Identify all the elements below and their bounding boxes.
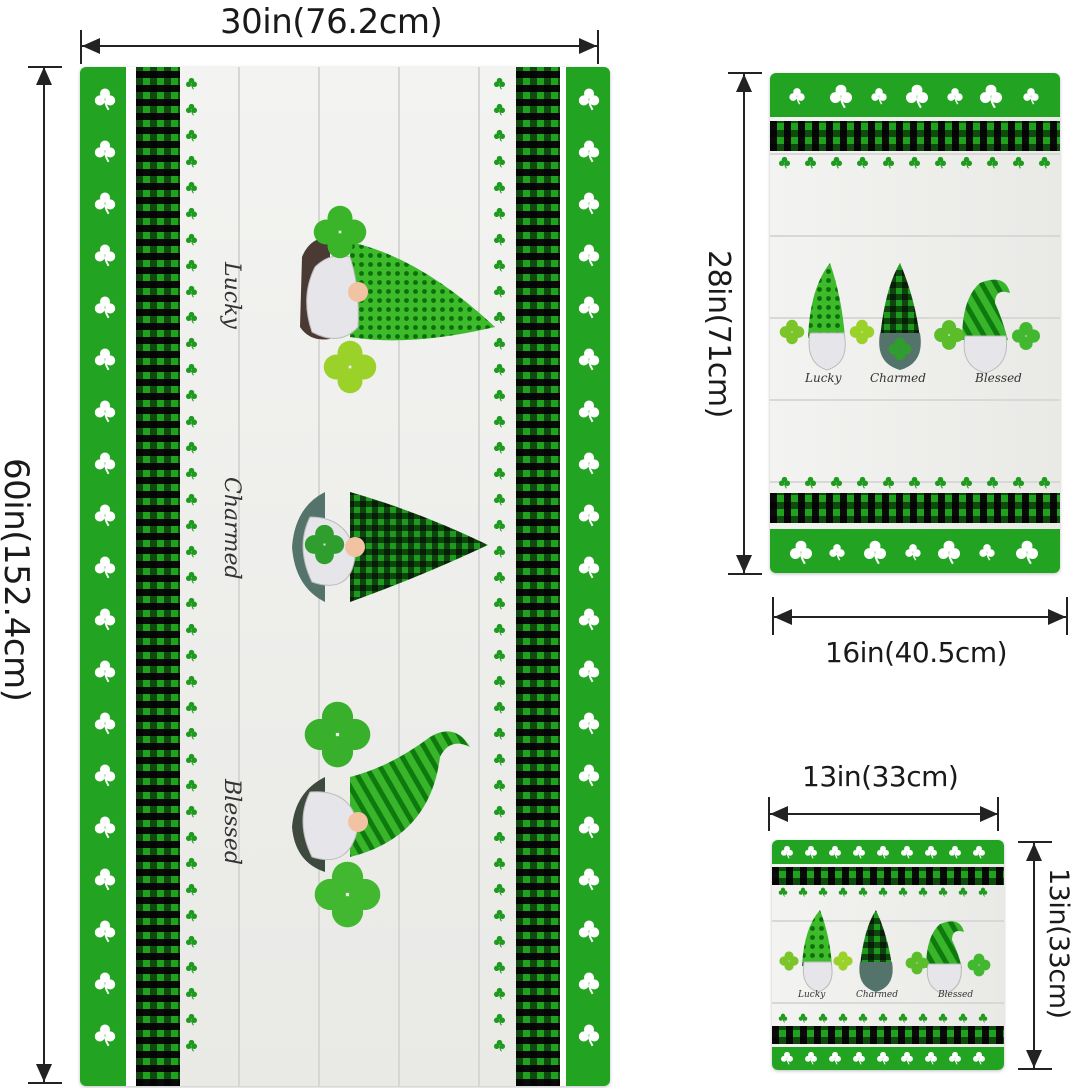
large-towel: Lucky Charmed Blessed	[80, 67, 610, 1086]
small-towel: Lucky Charmed Blessed	[772, 840, 1004, 1070]
small-height-label: 13in(33cm)	[1043, 868, 1074, 1019]
large-height-dimension-line	[43, 67, 45, 1083]
large-width-label: 30in(76.2cm)	[220, 2, 443, 42]
large-height-label: 60in(152.4cm)	[0, 458, 36, 702]
large-width-right-tick	[597, 30, 599, 64]
arrowhead-icon	[1048, 609, 1066, 625]
medium-towel: Lucky Charmed Blessed	[770, 73, 1060, 573]
medium-height-bottom-tick	[728, 573, 762, 575]
label-blessed: Blessed	[219, 779, 244, 865]
medium-width-left-tick	[772, 597, 774, 635]
arrowhead-icon	[736, 74, 752, 92]
large-height-bottom-tick	[28, 1082, 62, 1084]
arrowhead-icon	[980, 806, 998, 822]
arrowhead-icon	[774, 609, 792, 625]
label-charmed-small: Charmed	[856, 990, 898, 1000]
small-shamrock-row	[778, 1013, 988, 1023]
shamrock-border-icons	[93, 87, 117, 1047]
large-width-left-tick	[80, 30, 82, 64]
shamrock-border-icons	[577, 87, 601, 1047]
left-plaid-band	[136, 67, 180, 1086]
label-lucky: Lucky	[219, 262, 244, 329]
arrowhead-icon	[36, 67, 52, 85]
label-charmed-medium: Charmed	[870, 371, 926, 385]
shamrock-border-icons	[780, 845, 986, 859]
small-width-right-tick	[997, 797, 999, 831]
arrowhead-icon	[579, 38, 597, 54]
small-shamrock-column-left	[185, 77, 198, 1052]
small-shamrock-row	[778, 887, 988, 897]
small-height-top-tick	[1018, 841, 1052, 843]
bottom-plaid-band	[770, 493, 1060, 523]
small-shamrock-row-top	[778, 156, 1051, 169]
medium-width-right-tick	[1066, 597, 1068, 635]
top-plaid-band	[770, 121, 1060, 151]
medium-height-label: 28in(71cm)	[701, 250, 736, 418]
arrowhead-icon	[736, 555, 752, 573]
label-blessed-small: Blessed	[938, 990, 974, 1000]
label-lucky-medium: Lucky	[805, 371, 842, 385]
label-charmed: Charmed	[219, 477, 244, 580]
small-width-left-tick	[768, 797, 770, 831]
large-height-top-tick	[28, 66, 62, 68]
shamrock-border-icons	[780, 1051, 986, 1065]
right-plaid-band	[516, 67, 560, 1086]
left-shamrock-border	[80, 67, 126, 1086]
label-blessed-medium: Blessed	[975, 371, 1022, 385]
three-gnomes-upright-small	[779, 910, 991, 995]
medium-width-label: 16in(40.5cm)	[825, 636, 1008, 669]
three-gnomes-upright	[779, 263, 1040, 374]
small-width-label: 13in(33cm)	[802, 760, 959, 793]
arrowhead-icon	[1026, 843, 1042, 861]
gnome-blessed	[292, 701, 470, 928]
shamrock-border-icons	[788, 539, 1040, 565]
small-width-dimension-line	[770, 813, 998, 815]
small-height-bottom-tick	[1018, 1068, 1052, 1070]
large-width-dimension-line	[82, 45, 598, 47]
shamrock-border-icons	[788, 83, 1040, 109]
arrowhead-icon	[82, 38, 100, 54]
arrowhead-icon	[1026, 1050, 1042, 1068]
gnome-lucky	[300, 205, 495, 394]
arrowhead-icon	[36, 1064, 52, 1082]
medium-width-dimension-line	[774, 616, 1066, 618]
medium-height-top-tick	[728, 72, 762, 74]
label-lucky-small: Lucky	[798, 990, 826, 1000]
gnome-charmed	[292, 492, 488, 602]
small-height-dimension-line	[1033, 842, 1035, 1068]
arrowhead-icon	[770, 806, 788, 822]
top-plaid-band-small	[772, 867, 1004, 885]
bottom-plaid-band-small	[772, 1026, 1004, 1044]
right-shamrock-border	[566, 67, 610, 1086]
small-shamrock-row-bottom	[778, 476, 1051, 489]
medium-height-dimension-line	[743, 73, 745, 573]
